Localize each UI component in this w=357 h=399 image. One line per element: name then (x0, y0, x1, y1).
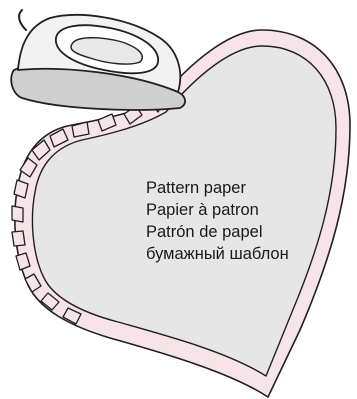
label-french: Papier à patron (146, 201, 259, 219)
label-spanish: Patrón de papel (146, 223, 263, 241)
iron-icon (11, 10, 185, 110)
label-russian: бумажный шаблон (146, 245, 289, 263)
label-english: Pattern paper (146, 179, 246, 197)
iron-cord (19, 10, 26, 30)
